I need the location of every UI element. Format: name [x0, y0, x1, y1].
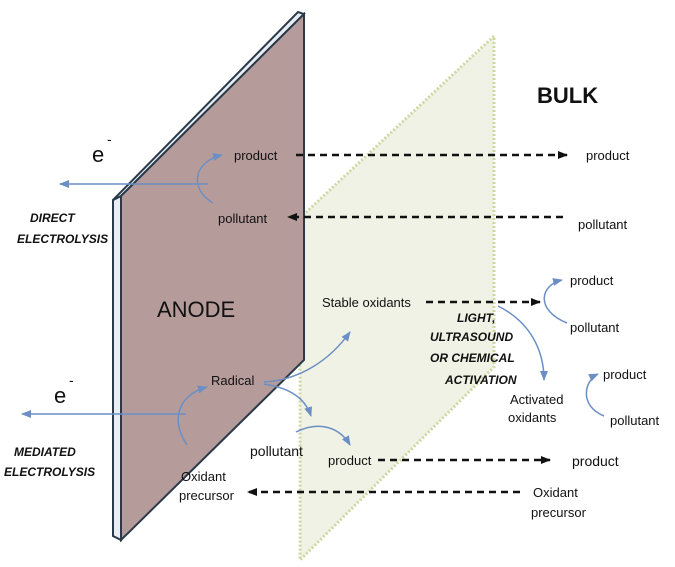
bulk-oxidant-line1: Oxidant [533, 485, 578, 500]
activation-line2: ULTRASOUND [430, 330, 513, 344]
bulk-label: BULK [537, 83, 598, 108]
stable-oxidants-label: Stable oxidants [322, 295, 411, 310]
radical-to-stable-oxidants-arrow [263, 331, 351, 383]
activated-oxidants-line2: oxidants [508, 410, 557, 425]
pollutant-to-product-arrow [295, 425, 351, 446]
anode-edge [112, 194, 122, 542]
electron-top: e [92, 142, 104, 167]
bulk-plane [298, 32, 496, 564]
activated-oxidants-reaction-arrow [585, 373, 605, 417]
activation-line1: LIGHT, [457, 311, 495, 325]
anode-product-label: product [234, 148, 278, 163]
mediated-product-label: product [328, 453, 372, 468]
radical-label: Radical [211, 373, 254, 388]
anode-pollutant-label: pollutant [218, 211, 268, 226]
precursor-to-radical-arrow [177, 385, 208, 446]
activation-line3: OR CHEMICAL [430, 351, 515, 365]
right-mid-pollutant-label: pollutant [570, 320, 620, 335]
direct-electrolysis-line1: DIRECT [30, 211, 76, 225]
activation-line4: ACTIVATION [444, 373, 517, 387]
activated-oxidants-line1: Activated [510, 392, 563, 407]
electron-bottom: e [54, 383, 66, 408]
right-low-pollutant-label: pollutant [610, 413, 660, 428]
mediated-pollutant-label: pollutant [250, 443, 303, 459]
mediated-electrolysis-line2: ELECTROLYSIS [4, 465, 95, 479]
radical-to-pollutant-arrow [263, 383, 312, 417]
electron-top-charge: - [107, 131, 112, 147]
right-mid-product-label: product [570, 273, 614, 288]
activation-arrow [497, 305, 548, 381]
oxidant-precursor-line1: Oxidant [181, 469, 226, 484]
oxidant-precursor-line2: precursor [179, 488, 235, 503]
mediated-electrolysis-line1: MEDIATED [14, 445, 76, 459]
electron-bottom-charge: - [69, 372, 74, 388]
anode-face [120, 11, 305, 543]
bulk-product-bottom-label: product [572, 453, 619, 469]
direct-electrolysis-line2: ELECTROLYSIS [17, 232, 108, 246]
bulk-pollutant-top-label: pollutant [578, 217, 628, 232]
bulk-product-top-label: product [586, 148, 630, 163]
anode-label: ANODE [157, 297, 235, 322]
bulk-oxidant-line2: precursor [531, 505, 587, 520]
direct-conversion-arrow [196, 153, 223, 204]
stable-oxidants-reaction-arrow [543, 278, 568, 324]
right-low-product-label: product [603, 367, 647, 382]
